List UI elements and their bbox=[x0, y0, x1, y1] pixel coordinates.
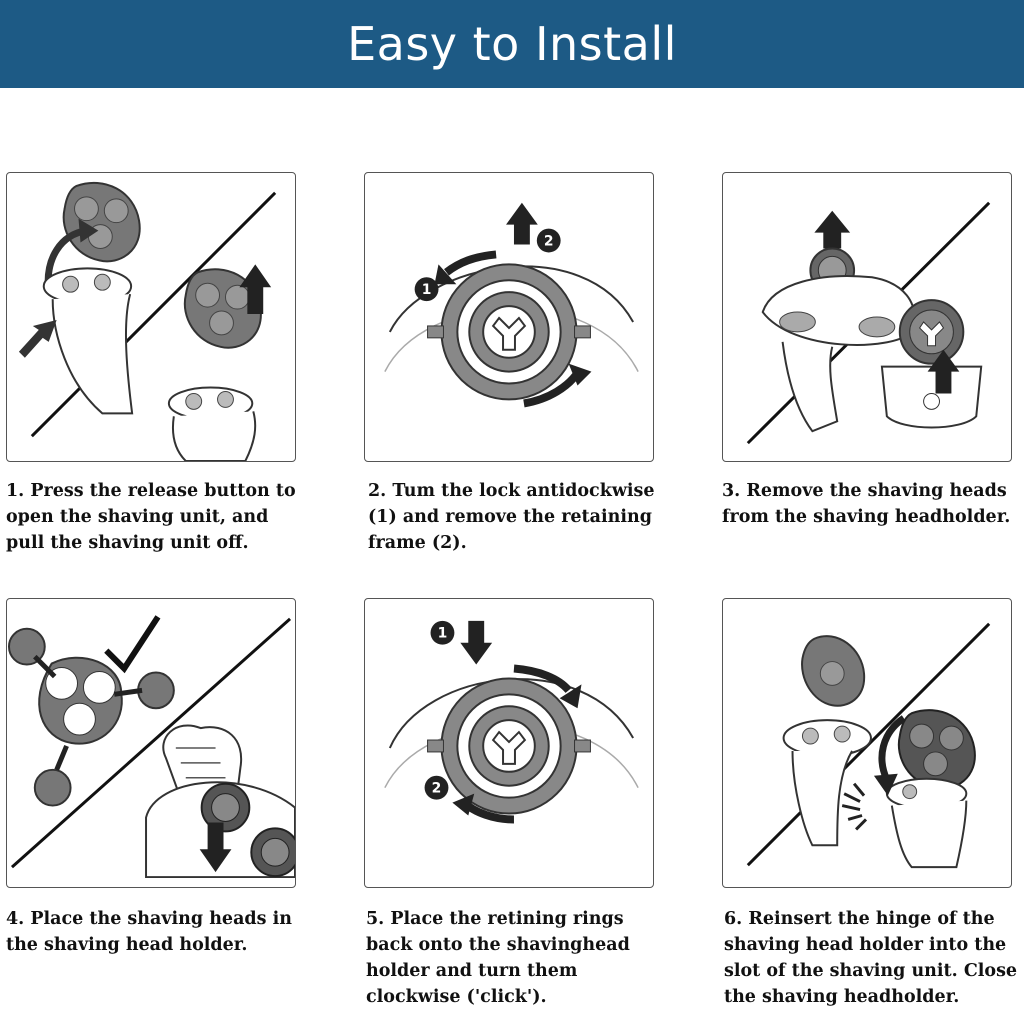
push-arrow-icon bbox=[19, 320, 57, 358]
header-banner: Easy to Install bbox=[0, 0, 1024, 88]
step-1-caption: 1. Press the release button to open the … bbox=[6, 478, 306, 556]
head-holder-top bbox=[802, 636, 864, 706]
checkmark-icon bbox=[106, 617, 158, 669]
step-4-illustration bbox=[6, 598, 296, 888]
up-arrow-icon bbox=[814, 211, 850, 249]
marker-2-label: 2 bbox=[544, 233, 554, 249]
step-1-illustration bbox=[6, 172, 296, 462]
step-2-illustration: 2 1 bbox=[364, 172, 654, 462]
step-2-caption: 2. Tum the lock antidockwise (1) and rem… bbox=[368, 478, 668, 556]
up-arrow-icon bbox=[506, 203, 538, 245]
click-burst-icon bbox=[842, 784, 866, 830]
step-6-illustration bbox=[722, 598, 1012, 888]
shaver-body-bottom bbox=[169, 388, 255, 461]
step-3-illustration bbox=[722, 172, 1012, 462]
step-5-caption: 5. Place the retining rings back onto th… bbox=[366, 906, 656, 1010]
retaining-frame bbox=[428, 264, 591, 399]
shaving-head bbox=[35, 770, 71, 806]
step-4-caption: 4. Place the shaving heads in the shavin… bbox=[6, 906, 306, 958]
page-title: Easy to Install bbox=[347, 17, 677, 71]
shaving-head-removed bbox=[900, 300, 964, 364]
shaving-head bbox=[138, 672, 174, 708]
marker-1-label: 1 bbox=[438, 626, 448, 642]
shaving-unit-top bbox=[64, 183, 140, 261]
step-5-illustration: 1 2 bbox=[364, 598, 654, 888]
head-base bbox=[882, 367, 981, 428]
shaver-body bbox=[44, 268, 132, 413]
shaver-body-right bbox=[887, 779, 966, 867]
down-arrow-icon bbox=[460, 621, 492, 665]
step-6-caption: 6. Reinsert the hinge of the shaving hea… bbox=[724, 906, 1024, 1010]
marker-1-label: 1 bbox=[422, 282, 432, 298]
marker-2-label: 2 bbox=[432, 781, 442, 797]
step-3-caption: 3. Remove the shaving heads from the sha… bbox=[722, 478, 1022, 530]
holder-closing bbox=[899, 710, 975, 788]
